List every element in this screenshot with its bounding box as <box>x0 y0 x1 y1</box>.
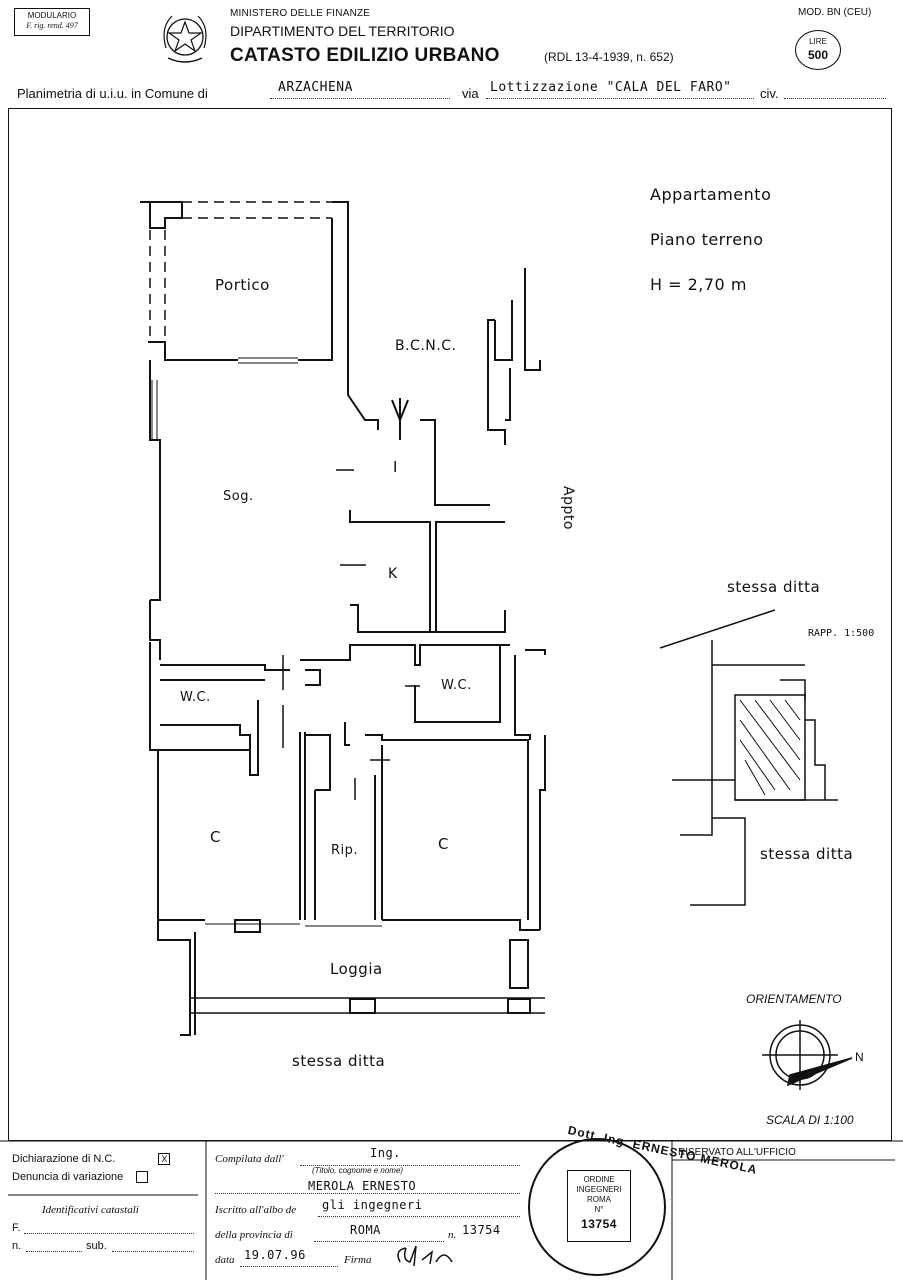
lire-label: LIRE <box>809 37 827 46</box>
room-camera-2: C <box>438 835 449 853</box>
firma-label: Firma <box>344 1254 372 1266</box>
modulario-ref: F. rig. rend. 497 <box>26 21 78 30</box>
document-title-ref: (RDL 13-4-1939, n. 652) <box>544 50 674 64</box>
room-bcnc: B.C.N.C. <box>395 338 457 354</box>
via-value: Lottizzazione "CALA DEL FARO" <box>490 80 732 95</box>
planimetria-label: Planimetria di u.i.u. in Comune di <box>17 86 208 101</box>
seal-line-4: N° <box>594 1205 604 1214</box>
north-label: N <box>855 1050 864 1064</box>
drawing-scale: SCALA DI 1:100 <box>766 1113 854 1127</box>
comune-value: ARZACHENA <box>278 80 353 95</box>
room-soggiorno: Sog. <box>223 489 254 504</box>
riservato-label: RISERVATO ALL'UFFICIO <box>678 1147 796 1158</box>
location-inset <box>659 609 838 906</box>
seal-center: ORDINE INGEGNERI ROMA N° 13754 <box>567 1170 631 1242</box>
civ-label: civ. <box>760 86 779 101</box>
room-portico: Portico <box>215 276 270 294</box>
iscritto-label: Iscritto all'albo de <box>215 1204 297 1216</box>
lire-stamp: LIRE 500 <box>795 30 841 70</box>
room-wc-1: W.C. <box>180 690 211 705</box>
north-compass-icon <box>762 1020 853 1090</box>
provincia-value: ROMA <box>350 1223 381 1237</box>
seal-line-2: INGEGNERI <box>576 1185 622 1194</box>
seal-number: 13754 <box>581 1217 617 1231</box>
compilata-value: Ing. <box>370 1146 401 1160</box>
planimetria-line: Planimetria di u.i.u. in Comune di <box>17 86 208 101</box>
data-value: 19.07.96 <box>244 1248 306 1262</box>
room-wc-2: W.C. <box>441 678 472 693</box>
compilata-hint: (Titolo, cognome e nome) <box>312 1166 404 1175</box>
signature <box>397 1245 453 1267</box>
inset-scale: RAPP. 1:500 <box>808 628 875 639</box>
inset-neighbour-top: stessa ditta <box>727 578 821 596</box>
republic-emblem-icon <box>163 15 207 63</box>
identificativi-label: Identificativi catastali <box>42 1204 139 1216</box>
room-ingresso: I <box>393 458 398 476</box>
orientation-label: ORIENTAMENTO <box>746 992 842 1006</box>
room-ripostiglio: Rip. <box>331 843 359 858</box>
compilata-label: Compilata dall' <box>215 1153 284 1165</box>
dichiarazione-label: Dichiarazione di N.C. <box>12 1153 116 1165</box>
room-cucina: K <box>388 566 398 582</box>
numero-catastale-label: n. <box>12 1240 22 1252</box>
neighbour-label-bottom: stessa ditta <box>292 1052 386 1070</box>
room-appto: Appto <box>559 486 576 530</box>
document-title: CATASTO EDILIZIO URBANO <box>230 45 500 66</box>
seal-line-3: ROMA <box>587 1195 611 1204</box>
denuncia-label: Denuncia di variazione <box>12 1171 124 1183</box>
dichiarazione-checkbox[interactable]: X <box>158 1153 171 1166</box>
note-height: H = 2,70 m <box>650 275 747 294</box>
denuncia-row: Denuncia di variazione <box>12 1171 149 1184</box>
foglio-label: F. <box>12 1222 21 1234</box>
modulario-box: MODULARIO F. rig. rend. 497 <box>14 8 90 36</box>
professional-name: MEROLA ERNESTO <box>308 1179 417 1193</box>
numero-albo-label: n. <box>448 1229 457 1241</box>
seal-line-1: ORDINE <box>583 1175 615 1184</box>
denuncia-checkbox[interactable] <box>136 1171 149 1184</box>
room-loggia: Loggia <box>330 960 383 978</box>
ministry-name: MINISTERO DELLE FINANZE <box>230 8 371 19</box>
provincia-label: della provincia di <box>215 1229 293 1241</box>
lire-value: 500 <box>807 48 829 62</box>
dichiarazione-row: Dichiarazione di N.C. X <box>12 1153 171 1166</box>
sub-label: sub. <box>86 1240 107 1252</box>
note-floor: Piano terreno <box>650 230 764 249</box>
footer-grid <box>0 1140 903 1280</box>
modulario-label: MODULARIO <box>27 11 77 20</box>
note-unit-type: Appartamento <box>650 185 772 204</box>
via-label: via <box>462 86 479 101</box>
iscritto-value: gli ingegneri <box>322 1198 423 1212</box>
data-label: data <box>215 1254 235 1266</box>
model-code: MOD. BN (CEU) <box>798 7 872 18</box>
room-camera-1: C <box>210 828 221 846</box>
engineer-seal <box>528 1138 666 1276</box>
department-name: DIPARTIMENTO DEL TERRITORIO <box>230 23 455 39</box>
numero-albo-value: 13754 <box>462 1223 501 1237</box>
inset-neighbour-bottom: stessa ditta <box>760 845 854 863</box>
